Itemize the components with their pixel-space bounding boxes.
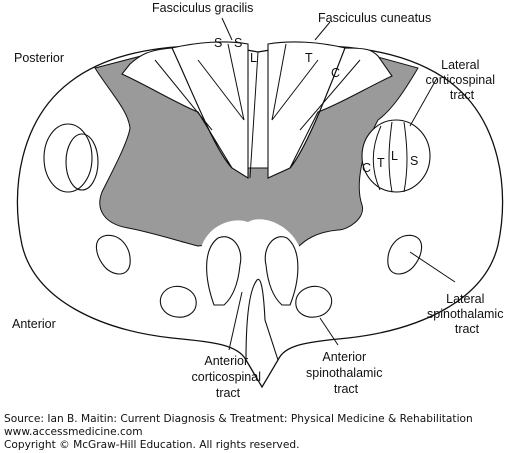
leader-lateral-spinothalamic (409, 251, 456, 283)
lateral-corticospinal-tract-left-inner (65, 133, 99, 191)
label-line: tract (455, 322, 480, 336)
anterior-median-fissure (245, 278, 279, 361)
letter-lateral-l: L (391, 149, 398, 163)
letter-lateral-c: C (362, 161, 371, 175)
leader-anterior-spinothalamic (319, 317, 339, 346)
posterior-median-septum (249, 51, 259, 179)
leader-fasciculus-gracilis (221, 17, 233, 41)
label-line: spinothalamic (306, 366, 382, 380)
lateral-spinothalamic-tract-left (95, 234, 131, 275)
fasciculus-cuneatus-left (121, 47, 233, 169)
anterior-corticospinal-tract-right (264, 236, 299, 306)
gracilis-sacral-line-left (227, 43, 245, 121)
letter-gracilis-lower: L (250, 51, 257, 65)
cuneatus-line-left (154, 59, 213, 131)
label-posterior: Posterior (14, 51, 64, 65)
letter-cuneatus-upper: T (305, 51, 313, 65)
gracilis-lumbar-line-right (271, 59, 319, 121)
gracilis-lumbar-line-left (197, 59, 245, 121)
fasciculus-cuneatus-right (289, 47, 393, 169)
label-line: tract (216, 386, 241, 400)
letter-gracilis-right: S (234, 36, 242, 50)
label-fasciculus-gracilis: Fasciculus gracilis (152, 1, 253, 15)
label-anterior-spinothalamic: Anterior spinothalamic tract (306, 350, 386, 396)
label-line: corticospinal (192, 370, 261, 384)
label-line: spinothalamic (427, 307, 503, 321)
cuneatus-line-right (299, 59, 361, 131)
label-line: corticospinal (426, 73, 495, 87)
source-credit: Source: Ian B. Maitin: Current Diagnosis… (4, 413, 473, 425)
label-line: tract (450, 88, 475, 102)
label-line: Anterior (322, 350, 366, 364)
anterior-spinothalamic-tract-right (295, 285, 333, 318)
label-lateral-spinothalamic: Lateral spinothalamic tract (427, 292, 507, 336)
leader-anterior-corticospinal (228, 291, 243, 351)
label-anterior: Anterior (12, 317, 56, 331)
website-credit: www.accessmedicine.com (4, 426, 143, 438)
lateral-corticospinal-divider-1 (372, 125, 382, 191)
leader-lateral-corticospinal (409, 77, 438, 127)
label-line: Lateral (446, 292, 484, 306)
lateral-corticospinal-divider-2 (388, 121, 393, 193)
letter-lateral-t: T (377, 156, 385, 170)
anterior-spinothalamic-tract-left (159, 285, 197, 318)
lateral-corticospinal-tract-left-outer (43, 123, 93, 193)
lateral-corticospinal-tract-right (361, 119, 431, 193)
letter-gracilis-left: S (214, 36, 222, 50)
lateral-spinothalamic-tract-right (387, 234, 423, 275)
label-line: Lateral (441, 58, 479, 72)
copyright-credit: Copyright © McGraw-Hill Education. All r… (4, 439, 300, 451)
label-lateral-corticospinal: Lateral corticospinal tract (426, 58, 499, 102)
letter-lateral-s: S (410, 154, 418, 168)
leader-fasciculus-cuneatus (314, 21, 331, 41)
lateral-corticospinal-divider-3 (403, 121, 408, 193)
label-fasciculus-cuneatus: Fasciculus cuneatus (318, 11, 431, 25)
anterior-corticospinal-tract-left (206, 236, 242, 306)
label-line: Anterior (204, 354, 248, 368)
gracilis-sacral-line-right (271, 43, 287, 121)
letter-cuneatus-lower: C (331, 66, 340, 80)
label-line: tract (334, 382, 359, 396)
label-anterior-corticospinal: Anterior corticospinal tract (192, 354, 265, 400)
